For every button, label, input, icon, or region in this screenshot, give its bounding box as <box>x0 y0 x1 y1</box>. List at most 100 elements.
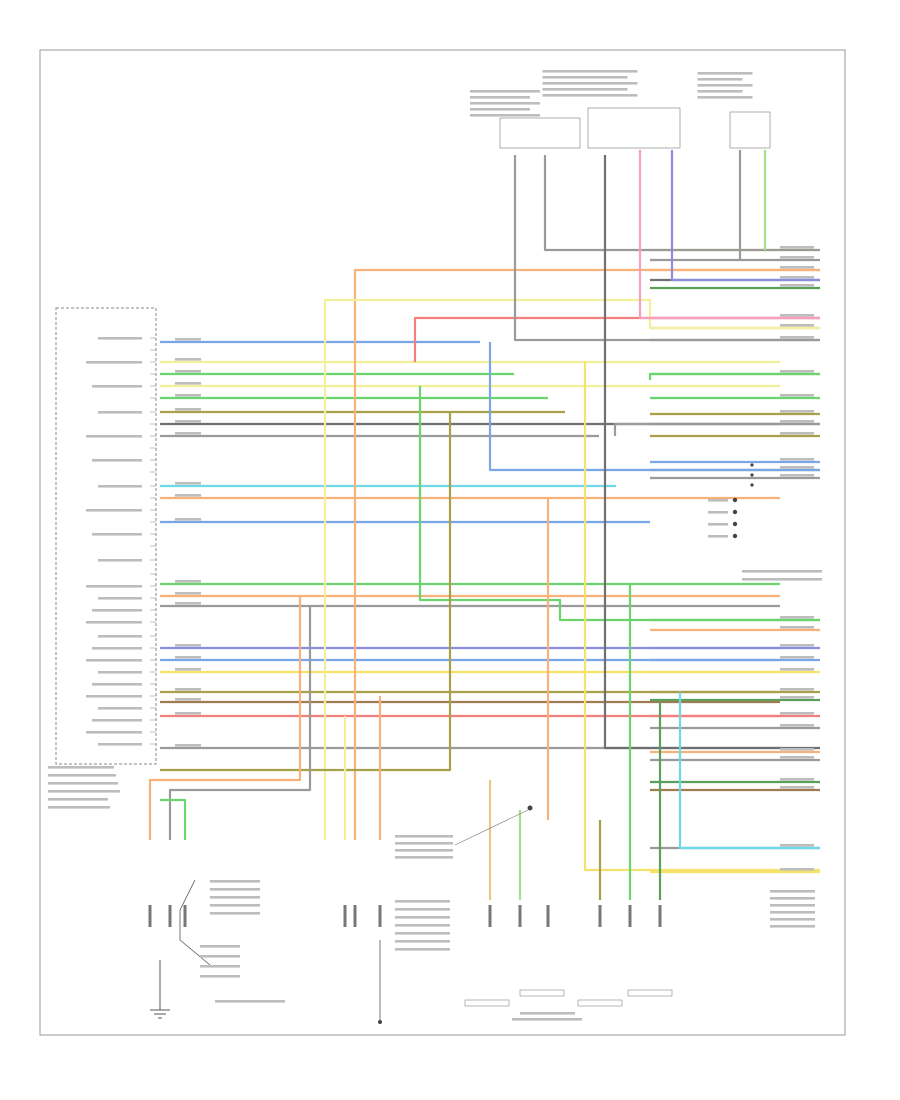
component-caption <box>742 570 822 573</box>
component-caption <box>200 945 240 948</box>
wire-code-label <box>175 644 201 647</box>
wire-route <box>603 155 820 750</box>
wire-code-label <box>175 338 201 341</box>
wire-code-label <box>175 688 201 691</box>
module-pin-label <box>92 719 142 722</box>
wire-code-label <box>780 336 814 339</box>
wire-code-label <box>175 370 201 373</box>
module-caption-line <box>48 806 110 809</box>
component-caption <box>770 911 815 914</box>
component-caption <box>210 904 260 907</box>
connector-terminal <box>518 905 522 927</box>
wire-route <box>648 372 820 380</box>
wire-code-label <box>780 868 814 871</box>
component-caption <box>395 916 450 919</box>
wire-code-label <box>175 580 201 583</box>
connector-icon <box>499 117 581 149</box>
wire-code-label <box>175 656 201 659</box>
wire-code-label <box>780 626 814 629</box>
wire-route <box>583 362 820 872</box>
wire-code-label <box>780 474 814 477</box>
diagram-border <box>39 49 846 1036</box>
wire-code-label <box>780 786 814 789</box>
control-module <box>55 307 157 765</box>
connector-icon <box>519 989 565 997</box>
wire-code-label <box>175 408 201 411</box>
connector-terminal <box>148 905 152 927</box>
component-caption <box>210 888 260 891</box>
connector-caption <box>470 102 540 105</box>
wire-route <box>323 298 820 840</box>
connector-caption <box>542 76 628 79</box>
connector-icon <box>732 533 738 539</box>
component-caption <box>395 940 450 943</box>
wire-route <box>418 386 820 622</box>
connector-terminal <box>343 905 347 927</box>
wire-route <box>613 422 820 436</box>
connector-caption <box>697 84 753 87</box>
component-caption <box>395 932 450 935</box>
wire-code-label <box>780 778 814 781</box>
wire-code-label <box>175 432 201 435</box>
wire-code-label <box>175 712 201 715</box>
wire-code-label <box>780 668 814 671</box>
wire-code-label <box>175 382 201 385</box>
wire-code-label <box>780 284 814 287</box>
component-caption <box>395 835 453 838</box>
component-caption <box>200 965 240 968</box>
connector-caption <box>470 108 530 111</box>
component-caption <box>770 918 815 921</box>
wire-code-label <box>780 844 814 847</box>
module-pin-label <box>98 671 142 674</box>
wire-code-label <box>780 458 814 461</box>
connector-caption <box>542 82 638 85</box>
connector-terminal <box>488 905 492 927</box>
connector-caption <box>542 70 638 73</box>
wire-code-label <box>780 246 814 249</box>
wire-code-label <box>780 656 814 659</box>
module-outline <box>55 307 157 765</box>
wire-code-label <box>780 256 814 259</box>
wire-route <box>160 798 187 840</box>
wire-code-label <box>780 616 814 619</box>
connector-icon <box>732 509 738 515</box>
component-caption <box>742 578 822 581</box>
connector-icon <box>732 497 738 503</box>
wire-code-label <box>780 276 814 279</box>
module-pin-label <box>98 635 142 638</box>
ground-icon <box>150 960 170 1019</box>
leader-line <box>454 809 529 846</box>
wire-route <box>638 150 820 320</box>
wire-code-label <box>175 602 201 605</box>
module-pin-label <box>86 731 142 734</box>
wire-code-label <box>780 466 814 469</box>
connector-icon <box>732 521 738 527</box>
wire-code-label <box>780 370 814 373</box>
connector-terminal <box>546 905 550 927</box>
module-pin-label <box>86 509 142 512</box>
wire-code-label <box>780 266 814 269</box>
component-caption <box>395 948 450 951</box>
connector-pin-label <box>708 499 728 502</box>
component-caption <box>770 904 815 907</box>
wire-code-label <box>175 482 201 485</box>
wire-code-label <box>780 688 814 691</box>
component-caption <box>200 955 240 958</box>
module-caption-line <box>48 774 116 777</box>
component-caption <box>215 1000 285 1003</box>
wire-code-label <box>175 698 201 701</box>
connector-icon <box>750 473 754 477</box>
wire-route <box>488 342 820 472</box>
connector-caption <box>470 96 530 99</box>
connector-terminal <box>168 905 172 927</box>
component-caption <box>395 856 453 859</box>
wire-code-label <box>175 420 201 423</box>
connector-terminal <box>183 905 187 927</box>
module-pin-label <box>98 337 142 340</box>
component-caption <box>395 924 450 927</box>
splice-icon <box>527 805 533 811</box>
connector-icon <box>750 483 754 487</box>
wire-code-label <box>175 358 201 361</box>
module-pin-label <box>98 597 142 600</box>
component-caption <box>200 975 240 978</box>
